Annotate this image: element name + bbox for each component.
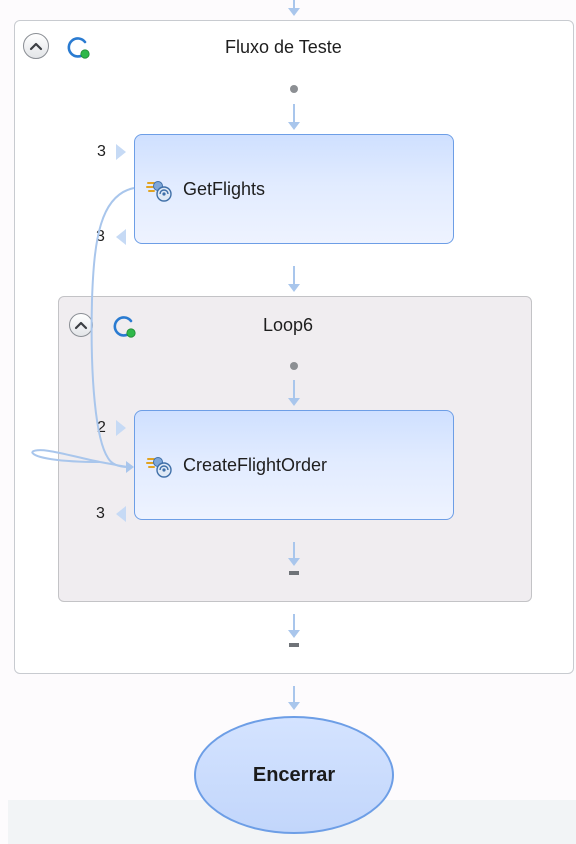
- loop-collapse-button[interactable]: [69, 313, 93, 337]
- step-input-port-count: 2: [97, 419, 106, 436]
- flow-status-icon: [67, 37, 90, 59]
- loop-title: Loop6: [263, 315, 314, 335]
- step-getflights[interactable]: GetFlights: [134, 134, 454, 244]
- step-input-port-count: 3: [97, 143, 106, 160]
- chevron-up-icon: [74, 321, 88, 330]
- step-createflightorder[interactable]: CreateFlightOrder: [134, 410, 454, 520]
- web-service-step-icon: [146, 457, 172, 478]
- flow-collapse-button[interactable]: [23, 33, 49, 59]
- step-label: CreateFlightOrder: [183, 455, 328, 475]
- loop-status-icon: [113, 316, 136, 338]
- web-service-step-icon: [146, 181, 172, 202]
- chevron-up-icon: [29, 42, 43, 51]
- step-label: GetFlights: [183, 179, 266, 199]
- end-node-label: Encerrar: [252, 763, 336, 786]
- step-output-port-count: 3: [96, 228, 105, 245]
- flow-title: Fluxo de Teste: [225, 37, 342, 57]
- end-node[interactable]: Encerrar: [194, 716, 394, 834]
- step-output-port-count: 3: [96, 505, 105, 522]
